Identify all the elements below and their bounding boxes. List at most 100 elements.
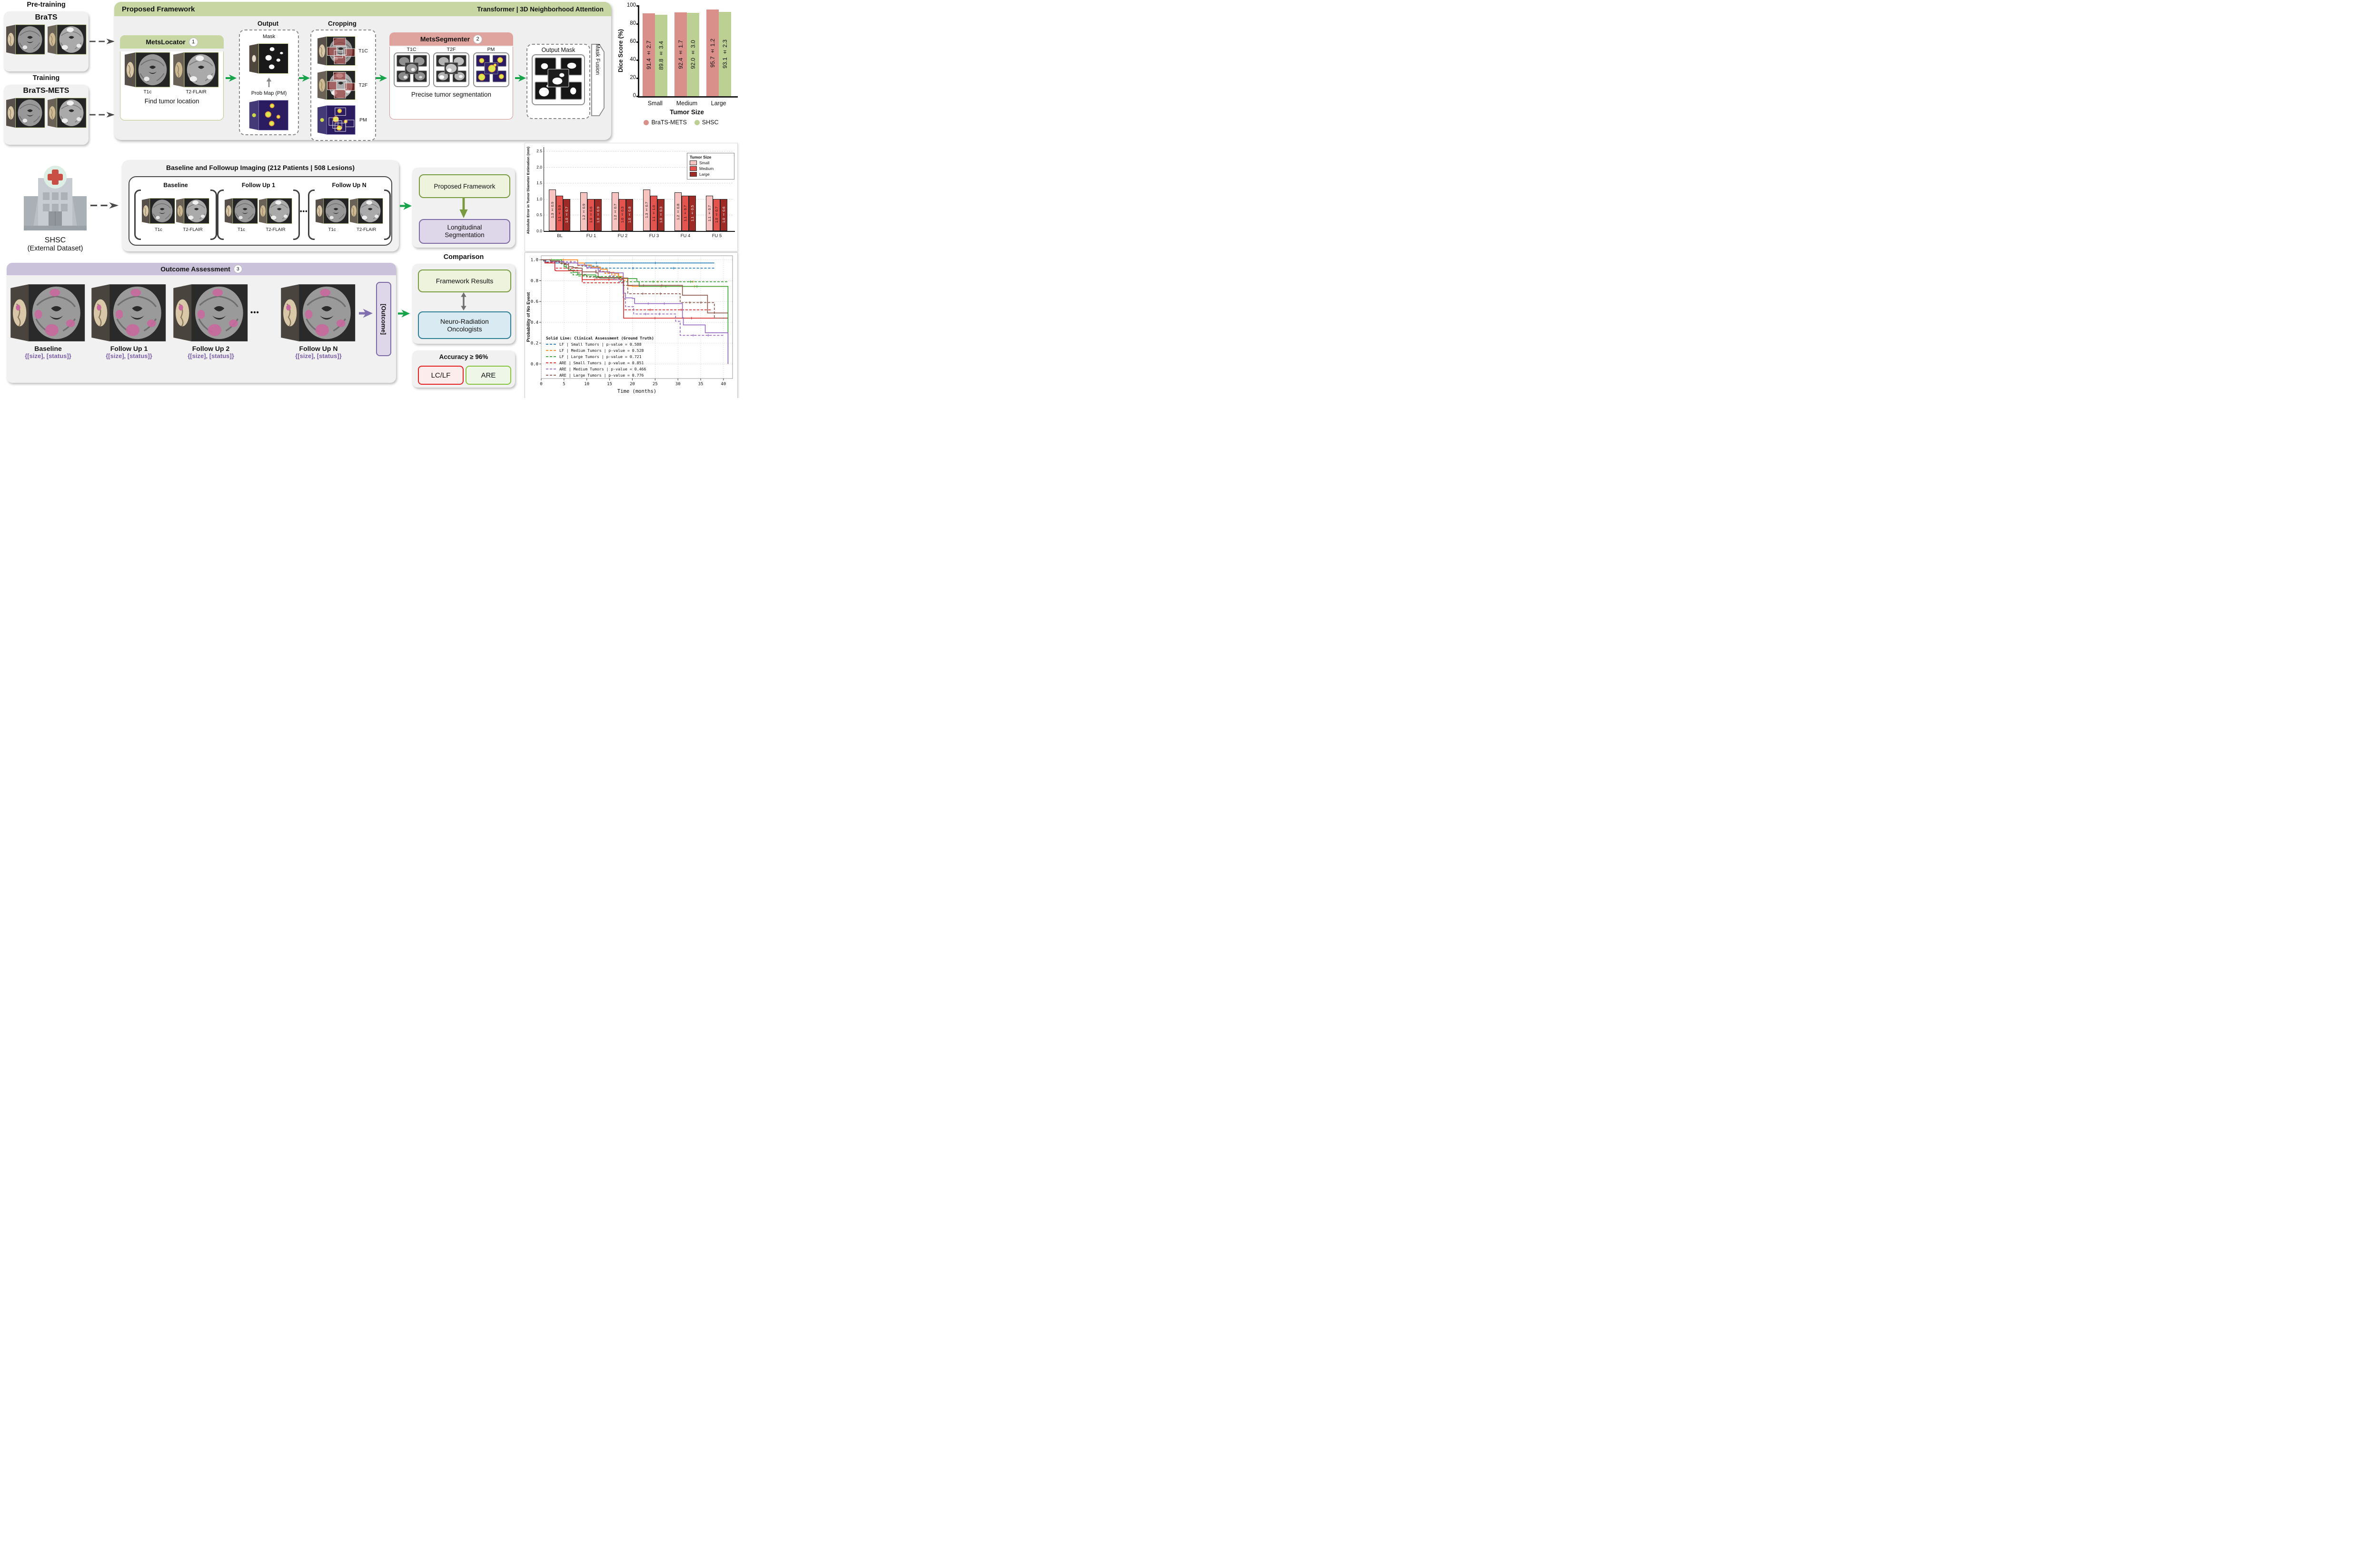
err-legend-title: Tumor Size: [690, 155, 712, 160]
cropping-pm-label: PM: [359, 117, 367, 123]
err-y-axis: [543, 147, 544, 232]
err-bar-Medium-BL: 1.1 ± 0.9: [556, 196, 563, 231]
dice-bar-SHSC-Large: 93.1 ± 2.3: [718, 12, 731, 96]
imaging-mod-label: T1c: [238, 227, 245, 232]
km-series-LF-large-dashed: [541, 259, 728, 282]
proposed-framework-panel: Proposed Framework Transformer | 3D Neig…: [114, 2, 611, 141]
metslocator-t1c-label: T1c: [143, 90, 152, 95]
step-1-badge: 1: [188, 37, 198, 47]
err-ytick-label: 1.5: [536, 180, 542, 186]
framework-header-right: Transformer | 3D Neighborhood Attention: [477, 5, 604, 13]
metslocator-flair-cube: [173, 51, 219, 88]
mri-cube-t1c-icon: [6, 24, 45, 55]
imaging-group-label: Follow Up N: [332, 182, 367, 189]
arrow-to-outcome-box: [359, 308, 373, 319]
output-box: Mask Prob Map (PM): [239, 30, 299, 135]
dice-bar-value-label: 89.8 ± 3.4: [658, 41, 665, 70]
bracket-right: [384, 190, 391, 240]
oncologists-label-2: Oncologists: [447, 325, 482, 333]
cropping-t2f-label: T2F: [358, 82, 368, 88]
bracket-left: [134, 190, 141, 240]
err-xtick-label: FU 5: [712, 233, 722, 239]
metssegmenter-title: MetsSegmenter: [420, 35, 470, 43]
shsc-subtitle: (External Dataset): [27, 245, 83, 252]
legend-label: SHSC: [702, 119, 719, 126]
err-bar-Small-FU 1: 1.2 ± 0.9: [580, 192, 587, 231]
err-bar-Medium-FU 5: 1.0 ± 0.7: [713, 199, 720, 231]
imaging-group-label: Baseline: [163, 182, 188, 189]
err-xtick-label: BL: [557, 233, 563, 239]
outcome-caption-fuN: Follow Up N {[size], [status]}: [281, 345, 356, 359]
dice-bar-BraTS-METS-Large: 95.7 ± 1.2: [706, 10, 719, 96]
mask-cube: [248, 43, 290, 74]
err-bar-Medium-FU 1: 1.0 ± 0.6: [587, 199, 595, 231]
brats-title: BraTS: [35, 13, 58, 21]
outcome-item-sub: {[size], [status]}: [295, 352, 342, 359]
dice-bar-SHSC-Small: 89.8 ± 3.4: [655, 15, 668, 96]
dice-bar-value-label: 92.0 ± 3.0: [690, 40, 696, 69]
err-bar-value-label: 1.0 ± 0.7: [565, 207, 569, 223]
arrow-output-to-cropping: [299, 73, 310, 83]
err-bar-Small-FU 4: 1.2 ± 0.8: [674, 192, 682, 231]
segmenter-pm-label: PM: [487, 47, 495, 52]
dice-xlabel: Tumor Size: [670, 109, 704, 116]
outcome-cube-baseline: [10, 283, 86, 343]
imaging-inner-box: Baseline T1c T2-FLAIR Follow Up 1 T1c T2…: [129, 176, 392, 246]
err-bar-Large-FU 1: 1.0 ± 0.9: [595, 199, 602, 231]
err-bar-Large-FU 4: 1.1 ± 0.5: [689, 196, 696, 231]
cropping-t1c-label: T1C: [358, 48, 368, 54]
dice-ytick-label: 0: [633, 93, 636, 99]
legend-label: Medium: [699, 166, 714, 171]
err-ytick-label: 2.5: [536, 149, 542, 153]
imaging-mod-label: T2-FLAIR: [183, 227, 203, 232]
output-mask-tiles: [534, 56, 583, 101]
err-bar-Medium-FU 4: 1.1 ± 0.7: [682, 196, 689, 231]
accuracy-card: Accuracy ≥ 96% LC/LF ARE: [412, 350, 515, 388]
err-ytick-label: 0.0: [536, 229, 542, 233]
outcome-header: Outcome Assessment 3: [7, 263, 396, 275]
imaging-cube-flair: [259, 197, 292, 225]
km-legend-ARE-medium-dashed: ARE | Medium Tumors | p-value = 0.466: [559, 367, 646, 371]
err-bar-value-label: 1.0 ± 0.8: [627, 207, 632, 223]
svg-text:5: 5: [563, 382, 565, 387]
accuracy-label: Accuracy ≥ 96%: [439, 353, 488, 360]
err-bar-value-label: 1.0 ± 0.9: [596, 207, 600, 223]
svg-text:Solid Line: Clinical Assessmen: Solid Line: Clinical Assessment (Ground …: [546, 336, 654, 340]
err-bar-value-label: 1.0 ± 0.7: [714, 207, 719, 223]
training-label: Training: [32, 74, 60, 82]
dice-ytick-label: 60: [630, 39, 636, 44]
arrow-outcome-to-comparison: [398, 309, 410, 319]
brats-card: BraTS: [4, 11, 89, 71]
dice-bar-value-label: 91.4 ± 2.7: [645, 40, 653, 70]
svg-text:10: 10: [584, 382, 589, 387]
km-series-ARE-medium-dashed: [541, 259, 724, 336]
metslocator-caption: Find tumor location: [144, 98, 199, 105]
dice-legend-SHSC: SHSC: [694, 119, 719, 126]
legend-label: Large: [699, 172, 710, 177]
mask-fusion-banner: Mask Fusion: [591, 44, 605, 116]
down-arrow-olive: [459, 198, 468, 218]
pipeline-card: Proposed Framework Longitudinal Segmenta…: [412, 168, 515, 248]
metssegmenter-caption: Precise tumor segmentation: [411, 91, 492, 98]
outcome-item-label: Baseline: [34, 345, 62, 352]
err-bar-Small-BL: 1.3 ± 0.9: [549, 189, 556, 231]
arrow-train-to-framework: [89, 111, 115, 118]
err-xtick-label: FU 4: [680, 233, 691, 239]
comparison-title: Comparison: [443, 253, 484, 261]
segmenter-t1c-tiles: [396, 54, 428, 83]
step-2-badge: 2: [473, 34, 483, 44]
dice-bar-BraTS-METS-Medium: 92.4 ± 1.7: [674, 12, 687, 96]
svg-text:1.0: 1.0: [531, 258, 538, 263]
arrow-pretrain-to-framework: [89, 38, 115, 45]
err-bar-value-label: 1.1 ± 0.9: [557, 205, 562, 222]
legend-swatch-icon: [690, 172, 697, 177]
prob-map-cube: [248, 100, 290, 131]
svg-text:0.0: 0.0: [531, 362, 538, 367]
framework-title: Proposed Framework: [122, 5, 195, 13]
err-legend-Large: Large: [690, 172, 732, 177]
err-bar-value-label: 1.1 ± 0.7: [707, 205, 712, 222]
oncologists-box: Neuro-Radiation Oncologists: [418, 311, 511, 339]
dice-ytick-label: 40: [630, 57, 636, 62]
